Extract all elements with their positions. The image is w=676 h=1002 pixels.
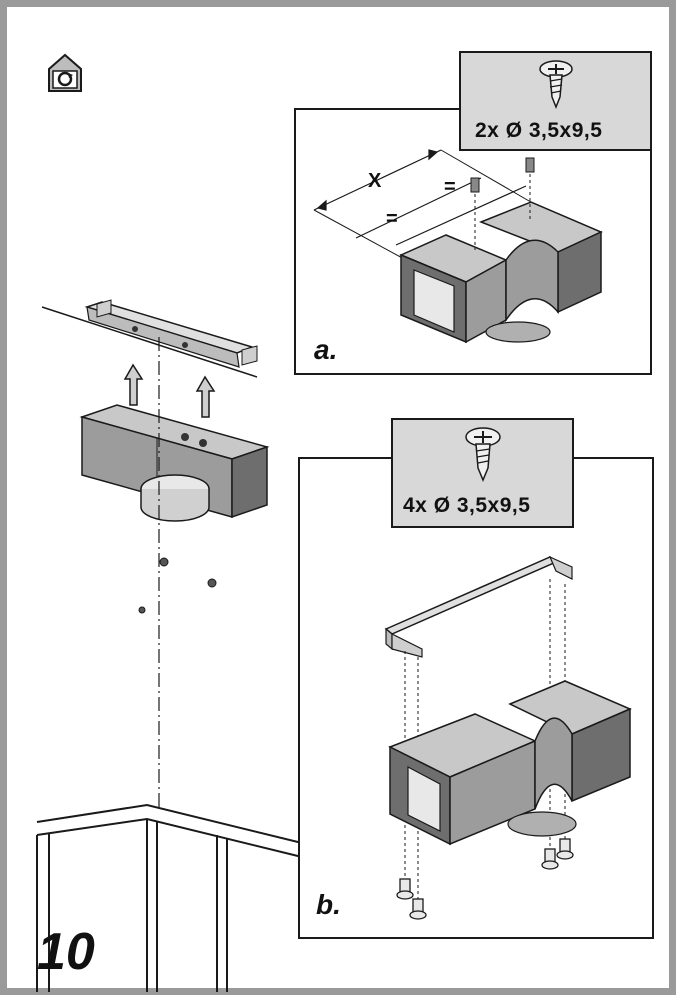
duct-box — [79, 404, 270, 522]
panel-a: X = = a. — [294, 108, 652, 375]
hood-cabinet — [36, 803, 303, 992]
panel-a-letter: a. — [314, 334, 338, 365]
arrow-up-icon — [123, 363, 216, 418]
equal-mark-lower: = — [386, 208, 398, 230]
panel-a-illustration — [313, 149, 603, 344]
screw-icon — [138, 557, 217, 614]
screw-quantity-a: 2x Ø 3,5x9,5 — [475, 119, 603, 142]
step-number: 10 — [37, 923, 95, 981]
screw-label-b: 4x Ø 3,5x9,5 — [391, 418, 574, 528]
screw-icon — [396, 838, 574, 920]
screw-icon — [470, 157, 535, 193]
panel-b-illustration — [384, 555, 632, 920]
screw-label-a: 2x Ø 3,5x9,5 — [459, 51, 652, 151]
ceiling-bracket — [84, 299, 258, 368]
panel-b: b. — [298, 457, 654, 939]
ceiling-line — [41, 306, 258, 378]
main-illustration — [36, 299, 303, 992]
screw-quantity-b: 4x Ø 3,5x9,5 — [403, 494, 531, 517]
screw-icon — [465, 427, 501, 482]
dimension-x-label: X — [368, 170, 382, 192]
house-recirculation-icon — [48, 53, 82, 92]
panel-b-letter: b. — [316, 889, 341, 920]
equal-mark-upper: = — [444, 176, 456, 198]
screw-icon — [539, 60, 573, 109]
